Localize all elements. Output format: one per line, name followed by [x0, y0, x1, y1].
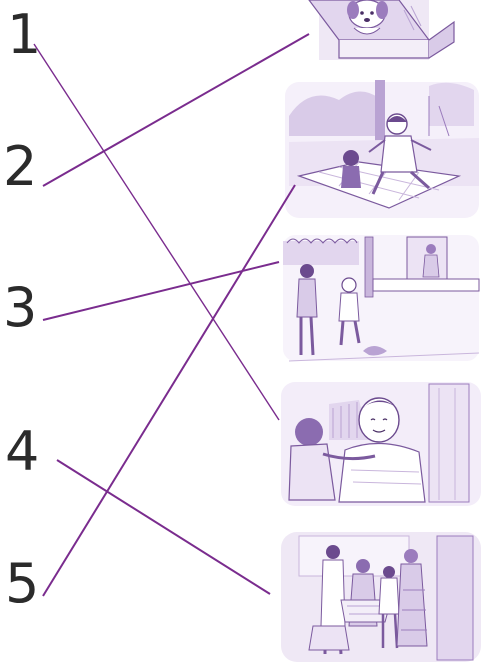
match-line-4 — [57, 460, 270, 594]
match-line-2 — [43, 34, 309, 186]
match-line-5 — [43, 185, 295, 596]
match-line-1 — [34, 44, 279, 420]
